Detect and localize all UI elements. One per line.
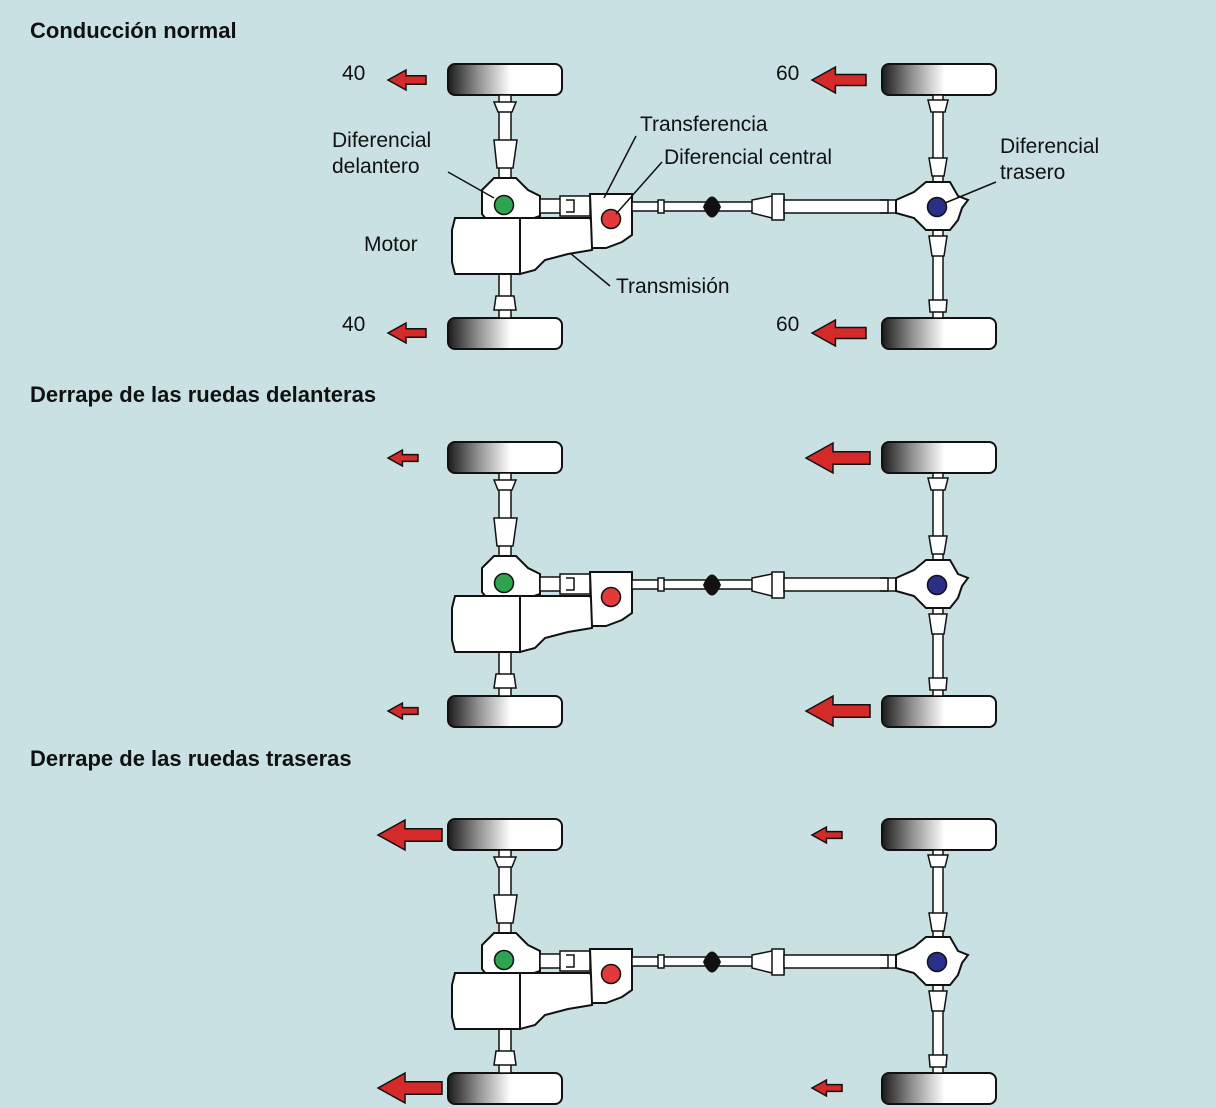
label-motor: Motor	[364, 233, 418, 256]
label-rear-diff-2: trasero	[1000, 161, 1065, 184]
label-center-diff: Diferencial central	[664, 146, 832, 169]
section-title-rear-slip: Derrape de las ruedas traseras	[30, 746, 352, 771]
arrow-front-top-s3	[376, 818, 443, 852]
label-transfer: Transferencia	[640, 113, 768, 136]
section-title-front-slip: Derrape de las ruedas delanteras	[30, 382, 377, 407]
arrow-front-bottom-s2	[386, 701, 419, 721]
arrow-front-bottom-s1	[386, 321, 427, 345]
drivetrain-normal	[447, 63, 997, 350]
torque-arrows	[376, 65, 871, 1105]
label-transmission: Transmisión	[616, 275, 730, 298]
arrow-front-bottom-s3	[376, 1071, 443, 1105]
arrow-rear-bottom-s2	[804, 694, 871, 728]
label-front-diff: Diferencial	[332, 129, 431, 152]
drivetrain-front-slip	[447, 441, 997, 728]
leader-lines	[447, 135, 997, 287]
arrow-front-top-s2	[386, 448, 419, 468]
torque-rear-top: 60	[776, 62, 799, 85]
label-rear-diff: Diferencial	[1000, 135, 1099, 158]
section-title-normal: Conducción normal	[30, 18, 237, 43]
arrow-front-top-s1	[386, 68, 427, 92]
arrow-rear-top-s2	[804, 441, 871, 475]
torque-front-bottom: 40	[342, 313, 365, 336]
arrow-rear-bottom-s1	[810, 318, 867, 348]
drivetrain-rear-slip	[447, 818, 997, 1105]
arrow-rear-top-s1	[810, 65, 867, 95]
torque-front-top: 40	[342, 62, 365, 85]
label-front-diff-2: delantero	[332, 155, 420, 178]
arrow-rear-top-s3	[810, 825, 843, 845]
torque-rear-bottom: 60	[776, 313, 799, 336]
arrow-rear-bottom-s3	[810, 1078, 843, 1098]
